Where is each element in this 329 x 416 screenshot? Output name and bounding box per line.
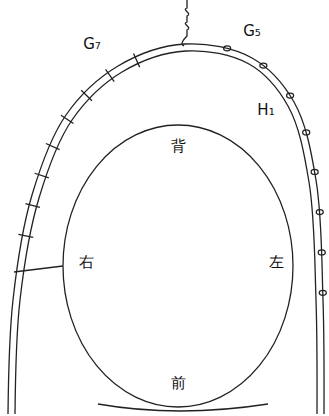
knob — [318, 250, 325, 255]
front-arc — [98, 404, 268, 411]
segment-tick — [134, 53, 140, 67]
segment-tick — [18, 234, 33, 237]
segment-tick — [106, 69, 115, 81]
segment-tick — [61, 115, 73, 123]
muscle-label: G₇ — [83, 36, 101, 53]
segment-tick — [81, 90, 92, 100]
body-outline — [63, 125, 293, 407]
knob — [311, 169, 318, 174]
muscle-label: H₁ — [257, 102, 274, 119]
outline-group — [8, 0, 326, 414]
divider-line — [14, 266, 63, 272]
knob — [319, 290, 326, 295]
knob — [287, 93, 294, 98]
muscle-label: G₅ — [243, 23, 261, 40]
knob — [260, 63, 267, 68]
knob — [303, 130, 310, 135]
knob — [316, 210, 323, 215]
inner-layer — [15, 51, 317, 414]
direction-label: 背 — [171, 138, 186, 155]
direction-label: 前 — [171, 375, 186, 392]
segment-tick — [35, 173, 49, 178]
chain — [182, 0, 189, 46]
segment-tick — [46, 144, 60, 150]
direction-label: 右 — [79, 254, 94, 271]
outer-layer — [8, 44, 324, 414]
direction-label: 左 — [269, 254, 284, 271]
segment-tick — [25, 204, 39, 208]
knob — [224, 46, 231, 51]
